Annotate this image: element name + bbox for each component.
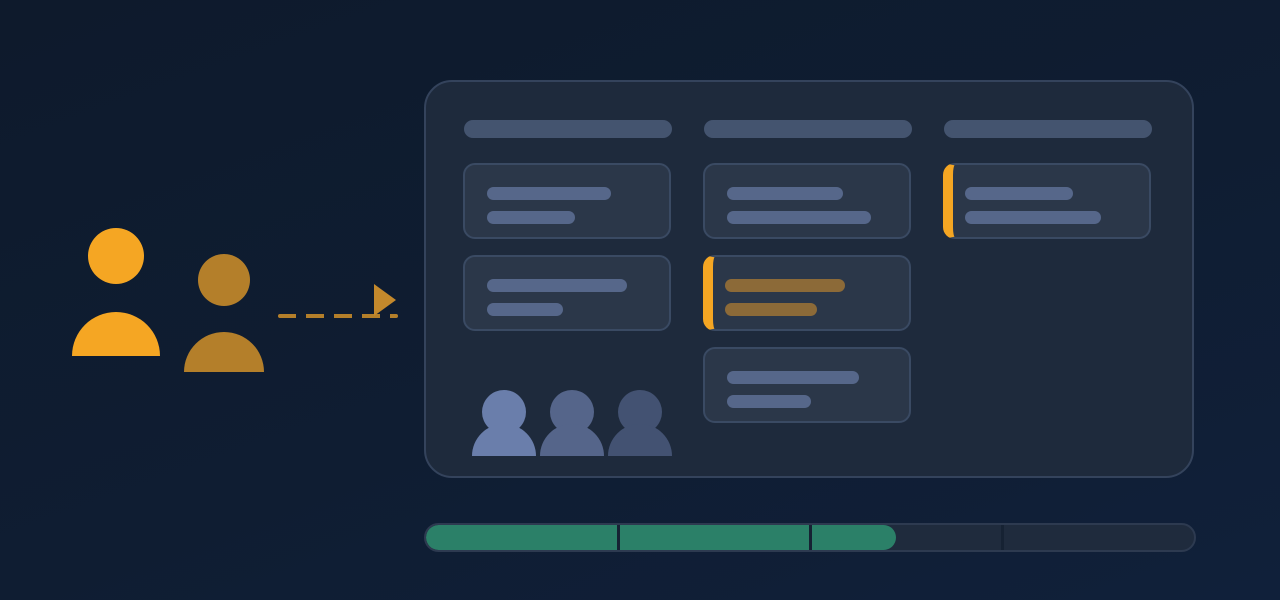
card-subtitle-placeholder [725, 303, 817, 316]
card-title-placeholder [487, 187, 611, 200]
card-title-placeholder [727, 371, 859, 384]
task-card[interactable] [703, 163, 911, 239]
card-subtitle-placeholder [965, 211, 1101, 224]
card-subtitle-placeholder [727, 211, 871, 224]
column-header-3 [944, 120, 1152, 138]
task-card[interactable] [463, 255, 671, 331]
team-member-body-icon [472, 424, 536, 456]
primary-user-head-icon [88, 228, 144, 284]
task-card[interactable] [703, 347, 911, 423]
card-subtitle-placeholder [487, 303, 563, 316]
progress-bar [424, 523, 1196, 552]
card-title-placeholder [965, 187, 1073, 200]
card-title-placeholder [725, 279, 845, 292]
task-card[interactable] [463, 163, 671, 239]
card-title-placeholder [487, 279, 627, 292]
card-subtitle-placeholder [487, 211, 575, 224]
progress-segment-divider [809, 525, 812, 550]
arrow-right-icon [374, 284, 396, 316]
kanban-board [424, 80, 1194, 478]
progress-segment-divider [617, 525, 620, 550]
card-title-placeholder [727, 187, 843, 200]
task-card-highlighted[interactable] [943, 163, 1151, 239]
secondary-user-head-icon [198, 254, 250, 306]
team-avatars [472, 390, 682, 460]
primary-user-body-icon [72, 312, 160, 356]
column-header-1 [464, 120, 672, 138]
dashed-connector [278, 314, 398, 318]
progress-fill [426, 525, 897, 550]
column-header-2 [704, 120, 912, 138]
progress-segment-divider [1001, 525, 1004, 550]
team-member-body-icon [540, 424, 604, 456]
secondary-user-body-icon [184, 332, 264, 372]
team-member-body-icon [608, 424, 672, 456]
task-card-highlighted[interactable] [703, 255, 911, 331]
card-subtitle-placeholder [727, 395, 811, 408]
